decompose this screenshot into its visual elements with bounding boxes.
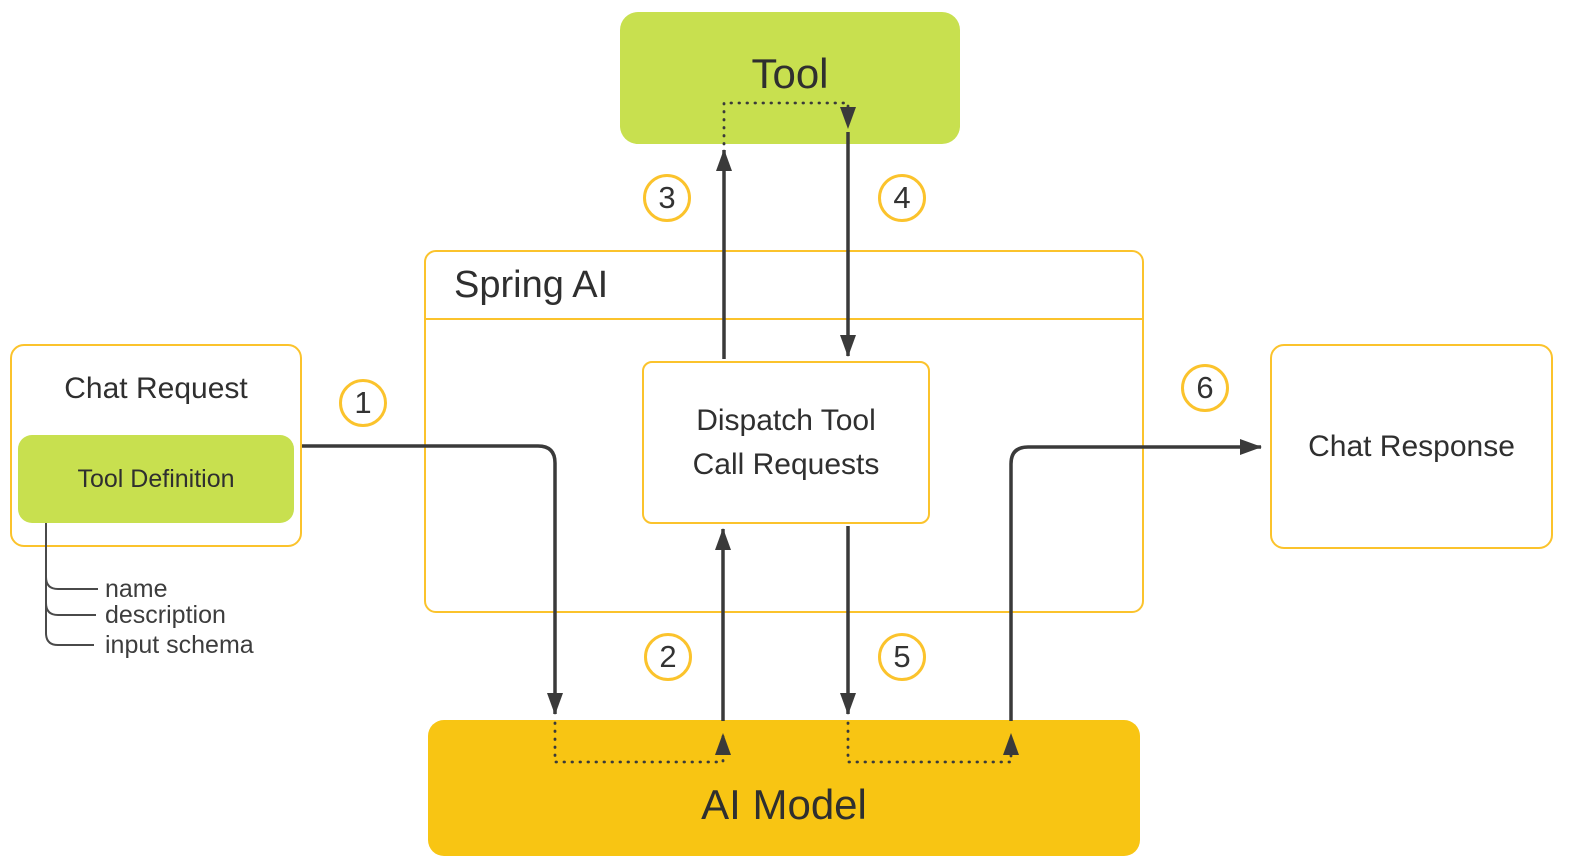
step-1-number: 1 (354, 385, 372, 420)
tool-definition-box: Tool Definition (18, 435, 294, 523)
tool-definition-label: Tool Definition (77, 464, 235, 493)
annotation-description: description (105, 601, 226, 629)
chat-request-box: Chat Request Tool Definition (10, 344, 302, 547)
chat-response-label: Chat Response (1308, 429, 1515, 463)
step-4-number: 4 (893, 180, 911, 215)
dispatch-box-label: Dispatch Tool Call Requests (692, 403, 880, 481)
step-2-badge: 2 (644, 633, 692, 681)
step-1-badge: 1 (339, 379, 387, 427)
annotation-name: name (105, 575, 168, 603)
chat-response-box: Chat Response (1270, 344, 1553, 549)
spring-ai-title: Spring AI (454, 263, 609, 306)
step-3-badge: 3 (643, 174, 691, 222)
step-6-number: 6 (1196, 370, 1214, 405)
step-6-badge: 6 (1181, 364, 1229, 412)
step-5-badge: 5 (878, 633, 926, 681)
chat-request-title: Chat Request (64, 372, 248, 405)
ai-model-label: AI Model (701, 781, 867, 828)
step-2-number: 2 (659, 639, 677, 674)
tool-box-label: Tool (751, 50, 829, 97)
step-3-number: 3 (658, 180, 676, 215)
dispatch-tool-call-requests-box: Dispatch Tool Call Requests (642, 361, 930, 524)
step-4-badge: 4 (878, 174, 926, 222)
tool-box: Tool (620, 12, 960, 144)
ai-model-box: AI Model (428, 720, 1140, 856)
step-5-number: 5 (893, 639, 911, 674)
annotation-input-schema: input schema (105, 631, 254, 659)
spring-ai-header: Spring AI (426, 252, 1142, 320)
